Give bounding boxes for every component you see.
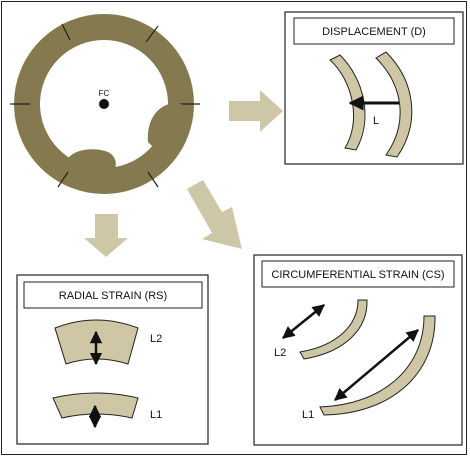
arrow-to-displacement [229,90,283,132]
radial-strain-panel: RADIAL STRAIN (RS) L2 L1 [16,274,209,445]
segment-divider [145,25,159,43]
segment-divider [61,23,71,41]
segment-divider [147,171,159,188]
circ-arrow-l1 [334,329,419,401]
radial-label-l1: L1 [150,409,162,421]
radial-label-l2: L2 [150,333,162,345]
displacement-panel: DISPLACEMENT (D) L [284,11,464,165]
papillary-muscle-right [147,102,191,151]
circumferential-title: CIRCUMFERENTIAL STRAIN (CS) [271,269,444,281]
papillary-muscles [65,102,191,182]
arrow-to-circumferential-strain [187,180,242,249]
circ-arrow-l2 [282,304,325,339]
circumferential-strain-panel: CIRCUMFERENTIAL STRAIN (CS) L2 L1 [253,254,463,446]
arrow-to-radial-strain [84,214,128,257]
segment-divider [57,171,69,188]
displacement-label: L [373,115,379,127]
displacement-title: DISPLACEMENT (D) [322,26,426,38]
radial-title: RADIAL STRAIN (RS) [59,290,167,302]
center-dot [99,99,109,109]
segment-before [329,54,366,151]
segment-after [375,51,413,158]
circ-label-l1: L1 [302,409,314,421]
papillary-muscle-bottom [65,149,116,182]
circ-label-l2: L2 [274,347,286,359]
center-label: FC [99,89,110,98]
